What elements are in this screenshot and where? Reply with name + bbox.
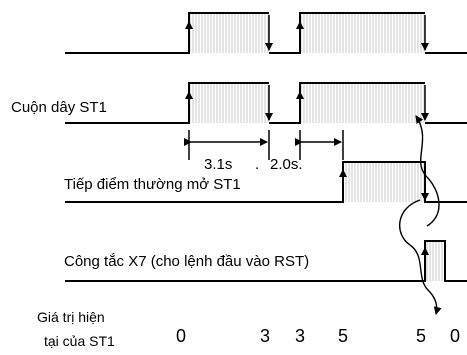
coil-waveform	[65, 82, 467, 124]
switch-label: Công tắc X7 (cho lệnh đầu vào RST)	[64, 253, 309, 270]
coil-label: Cuộn dây ST1	[11, 99, 107, 116]
switch-waveform	[65, 240, 467, 282]
input-signal-arrows	[185, 15, 429, 51]
current-value-3: 5	[338, 326, 348, 346]
interval-label-b: 2.0s.	[270, 156, 303, 173]
contact-label: Tiếp điểm thường mở ST1	[64, 176, 241, 193]
interval-markers	[184, 130, 344, 160]
current-value-1: 3	[260, 326, 270, 346]
current-value-5: 0	[450, 326, 460, 346]
contact-arrows	[339, 164, 429, 201]
coil-arrows	[185, 85, 429, 121]
current-value-2: 3	[295, 326, 305, 346]
current-value-label-line1: Giá trị hiện	[37, 309, 105, 325]
current-values: 0 3 3 5 5 0	[176, 326, 460, 346]
current-value-label-line2: tại của ST1	[44, 333, 115, 349]
causal-connectors	[398, 115, 442, 315]
interval-separator: .	[255, 156, 259, 173]
current-value-4: 5	[416, 326, 426, 346]
interval-label-a: 3.1s	[204, 156, 232, 173]
current-value-0: 0	[176, 326, 186, 346]
input-signal-waveform	[65, 12, 467, 54]
contact-waveform	[65, 161, 467, 203]
